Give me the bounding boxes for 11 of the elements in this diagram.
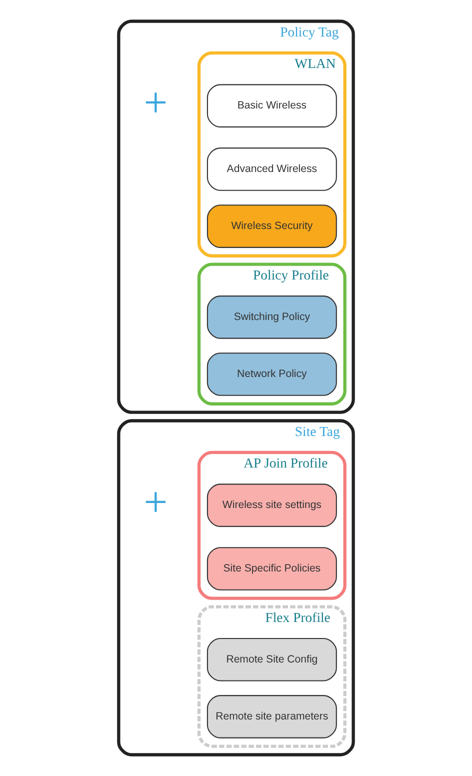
node-box: Remote Site Config bbox=[206, 638, 337, 682]
node-box: Network Policy bbox=[206, 352, 337, 396]
label: + bbox=[144, 79, 168, 126]
node-box: Wireless Security bbox=[206, 204, 337, 248]
node-box: Site Specific Policies bbox=[206, 547, 337, 590]
node-box: Advanced Wireless bbox=[206, 148, 337, 191]
node-box: Switching Policy bbox=[206, 296, 337, 339]
label: + bbox=[144, 478, 168, 526]
node-box: Wireless site settings bbox=[206, 484, 337, 527]
node-box: Remote site parameters bbox=[206, 695, 337, 738]
node-box: Basic Wireless bbox=[206, 84, 337, 128]
